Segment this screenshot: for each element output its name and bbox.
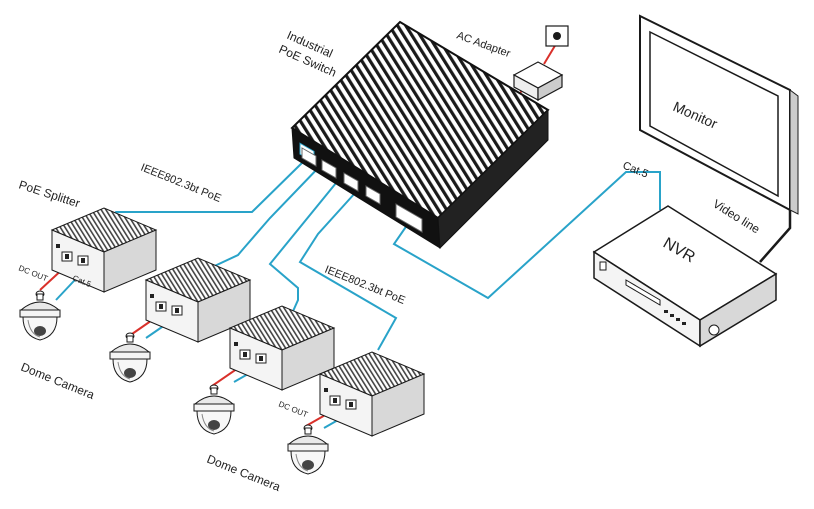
cable-switch-splitter-2 (205, 163, 323, 271)
cable-switch-splitter-4 (298, 181, 398, 351)
video-line-label: Video line (710, 197, 762, 237)
poe-splitter-4 (319, 351, 425, 437)
cable-switch-splitter-3 (268, 171, 346, 319)
cable-ac-adapter (543, 43, 557, 65)
poe-splitter-1 (51, 207, 157, 293)
dome-camera-label-2: Dome Camera (205, 452, 283, 494)
dome-camera-2 (109, 332, 151, 383)
poe-splitter-label: PoE Splitter (17, 178, 82, 211)
ieee-label-top: IEEE802.3bt PoE (139, 162, 223, 205)
industrial-poe-switch (290, 20, 550, 250)
nvr (592, 205, 778, 348)
cable-switch-nvr (392, 171, 661, 300)
dome-camera-1 (19, 290, 61, 341)
dc-out-label-2: DC OUT (277, 400, 309, 420)
cat5-label-top: Cat.5 (621, 160, 650, 181)
dome-camera-label-1: Dome Camera (19, 360, 97, 402)
ac-adapter (512, 61, 564, 102)
dc-out-label-1: DC OUT (17, 264, 49, 284)
wall-outlet (545, 25, 569, 47)
dome-camera-4 (287, 424, 329, 475)
dome-camera-3 (193, 384, 235, 435)
monitor (639, 14, 799, 215)
ac-adapter-label: AC Adapter (455, 30, 512, 61)
